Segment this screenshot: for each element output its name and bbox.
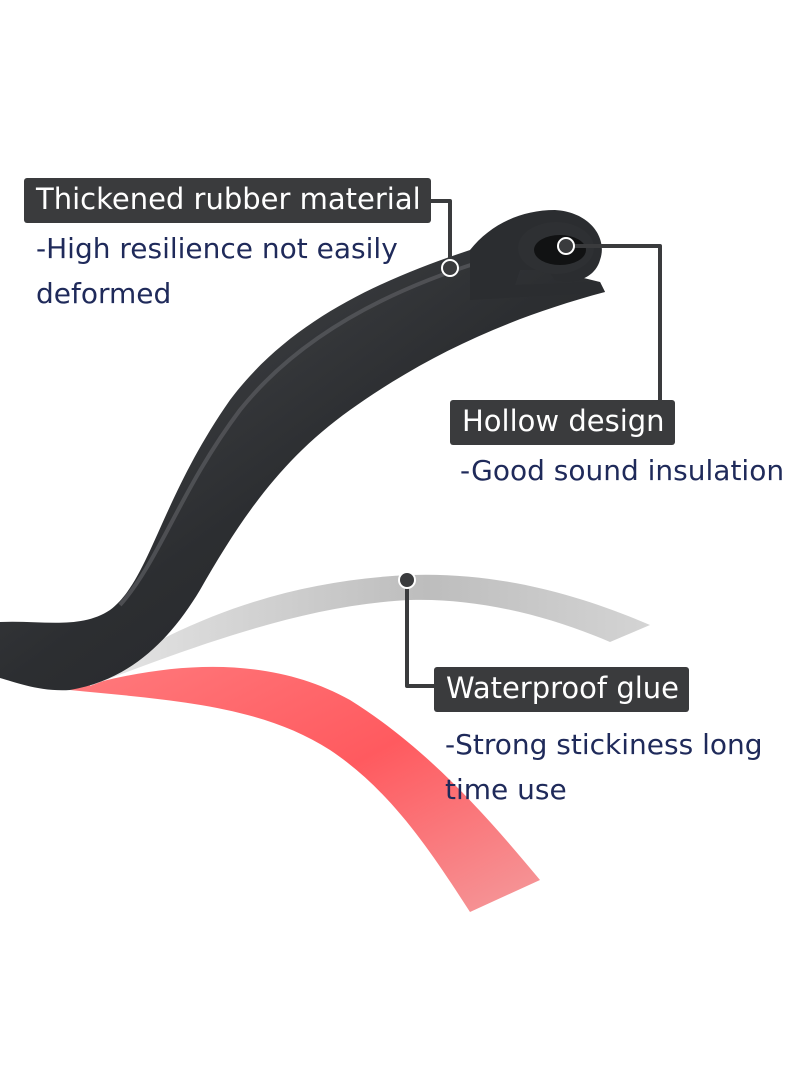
rubber-strip <box>0 250 605 691</box>
rubber-highlight <box>118 260 481 607</box>
leader-line-rubber <box>428 199 452 268</box>
release-film <box>90 574 650 686</box>
callout-title-hollow: Hollow design <box>450 400 675 445</box>
callout-desc-glue: -Strong stickiness long time use <box>445 722 763 812</box>
callout-desc-glue-line1: -Strong stickiness long <box>445 728 763 761</box>
leader-line-hollow <box>566 244 662 400</box>
callout-desc-hollow: -Good sound insulation <box>460 448 784 493</box>
callout-desc-rubber-line1: -High resilience not easily <box>36 232 398 265</box>
callout-desc-hollow-line1: -Good sound insulation <box>460 454 785 487</box>
callout-desc-glue-line2: time use <box>445 773 567 806</box>
leader-dot-glue <box>398 571 416 589</box>
leader-line-glue <box>405 580 434 688</box>
callout-desc-rubber: -High resilience not easily deformed <box>36 226 398 316</box>
adhesive-tape <box>70 666 540 912</box>
leader-dot-rubber <box>441 259 459 277</box>
callout-desc-rubber-line2: deformed <box>36 277 172 310</box>
callout-title-rubber: Thickened rubber material <box>24 178 431 223</box>
callout-title-glue: Waterproof glue <box>434 667 690 712</box>
hollow-tube-profile <box>470 210 605 300</box>
leader-dot-hollow <box>557 237 575 255</box>
